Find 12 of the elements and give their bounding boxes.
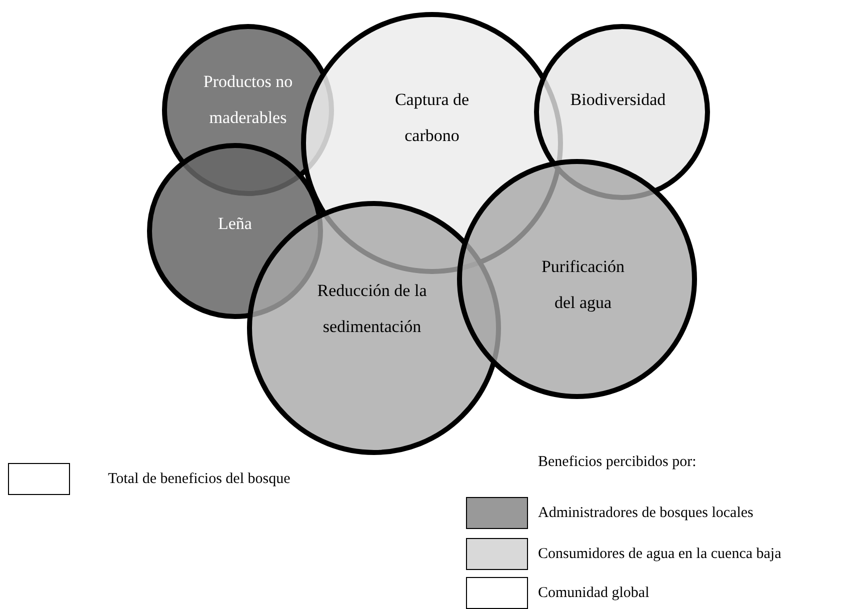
circle-label: Purificación del agua	[540, 256, 626, 314]
circle-label: Captura de carbono	[394, 89, 470, 147]
circle-label: Leña	[217, 213, 253, 235]
venn-circle	[457, 159, 697, 399]
legend-text: Administradores de bosques locales	[538, 504, 754, 523]
legend-text: Consumidores de agua en la cuenca baja	[538, 545, 782, 564]
legend-text: Total de beneficios del bosque	[108, 470, 290, 489]
circle-label: Biodiversidad	[569, 89, 667, 111]
circle-label: Productos no maderables	[202, 71, 294, 129]
circle-label: Reducción de la sedimentación	[316, 280, 428, 338]
legend-heading: Beneficios percibidos por:	[538, 453, 696, 472]
legend-text: Comunidad global	[538, 584, 650, 603]
